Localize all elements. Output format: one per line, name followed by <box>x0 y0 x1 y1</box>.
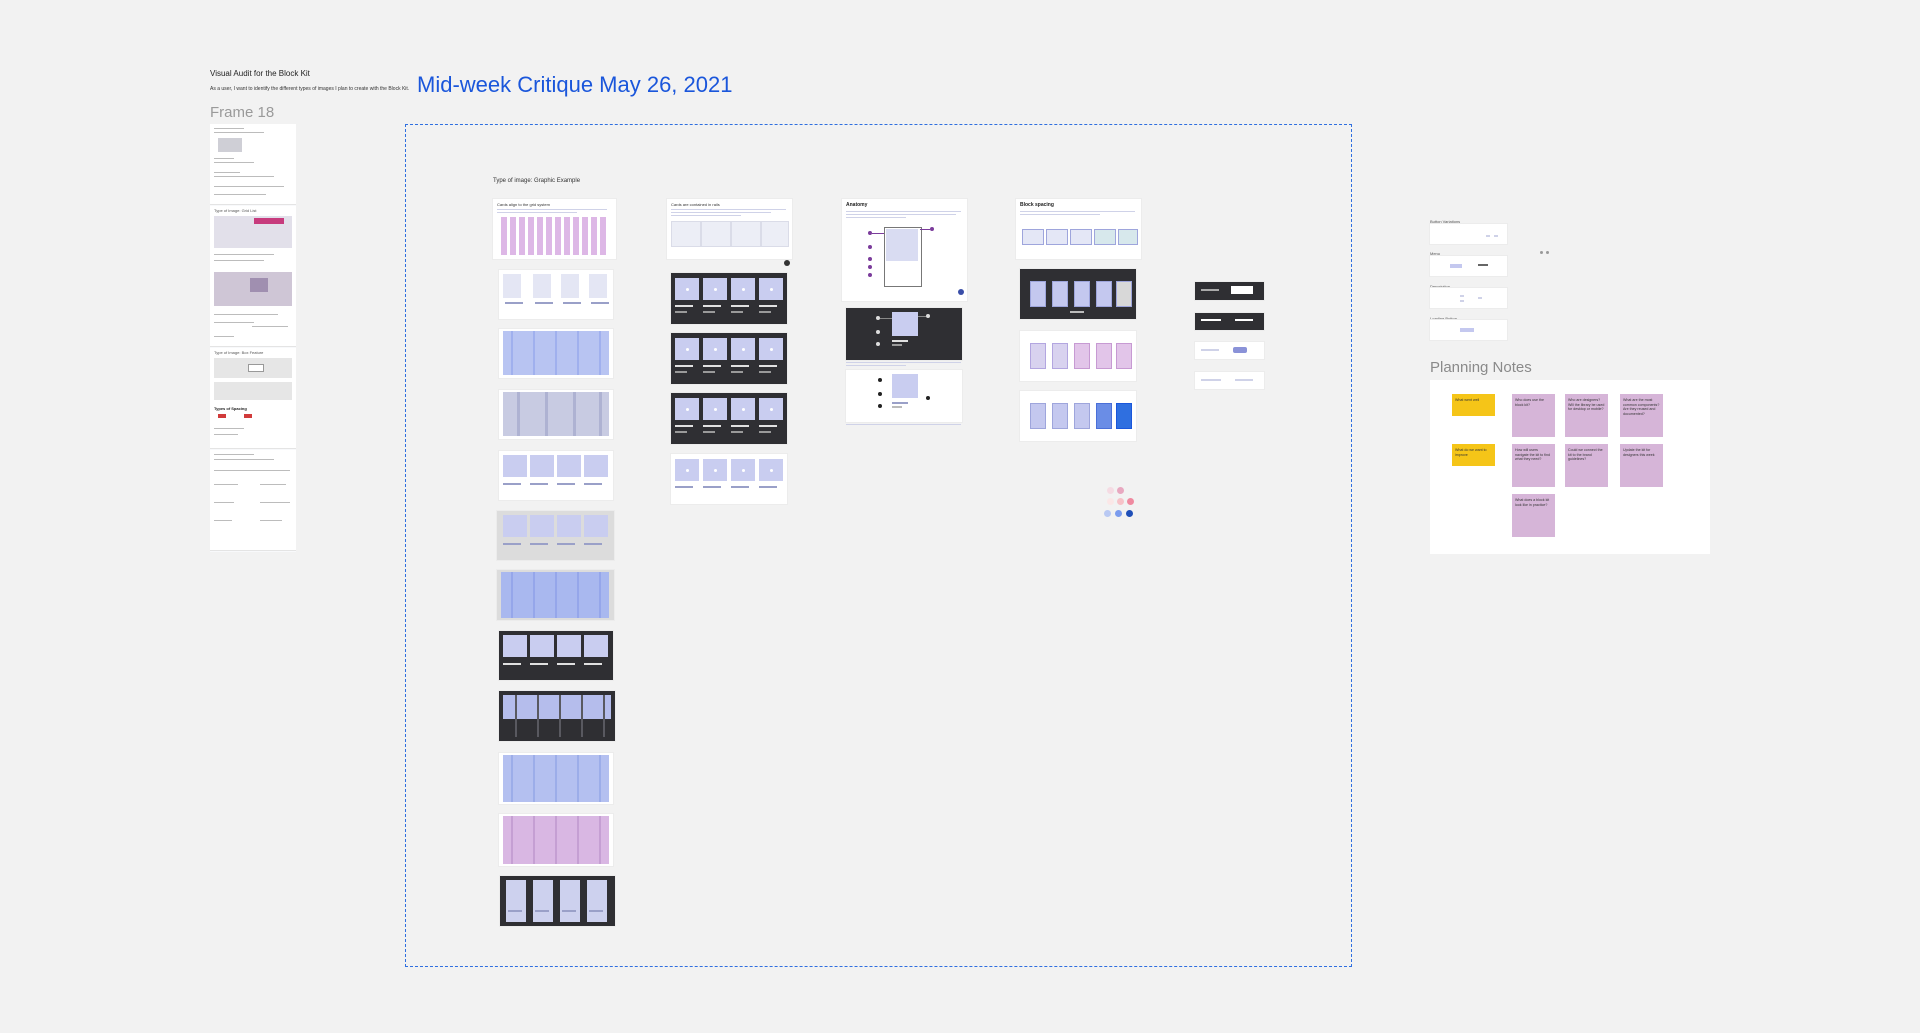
audit-section: Type of Image: Grid List <box>210 206 296 347</box>
component-label: Loading Button <box>1430 316 1457 321</box>
block-spacing-dark[interactable] <box>1020 269 1136 319</box>
section-label: Type of Image: Box Feature <box>214 350 264 355</box>
comment-pin-icon[interactable] <box>784 260 790 266</box>
component-label: Button Variations <box>1430 219 1461 224</box>
sticky-note[interactable]: What do we want to improve <box>1452 444 1495 466</box>
audit-section <box>210 450 296 551</box>
button-variations[interactable] <box>1430 224 1507 244</box>
comment-pin-icon[interactable] <box>958 289 964 295</box>
graphic-example-card[interactable] <box>499 814 613 866</box>
graphic-example-card[interactable] <box>497 511 614 560</box>
critique-frame[interactable] <box>405 124 1352 967</box>
sticky-note[interactable]: What does a block kit look like in pract… <box>1512 494 1555 537</box>
sticky-note[interactable]: Could we connect the kit to the brand gu… <box>1565 444 1608 487</box>
sticky-note[interactable]: What are the most common components? Are… <box>1620 394 1663 437</box>
planning-board[interactable]: What went well What do we want to improv… <box>1430 380 1710 554</box>
section-label: Type of Image: Grid List <box>214 208 257 213</box>
rail-card[interactable] <box>671 454 787 504</box>
graphic-example-card[interactable] <box>497 570 614 620</box>
frame-label[interactable]: Frame 18 <box>210 104 275 121</box>
color-swatch[interactable] <box>1127 498 1134 505</box>
critique-title[interactable]: Mid-week Critique May 26, 2021 <box>417 72 733 97</box>
rail-card[interactable] <box>671 333 787 384</box>
sticky-note[interactable]: Who are designers? Will the library be u… <box>1565 394 1608 437</box>
card-heading: Cards align to the grid system <box>497 202 550 207</box>
graphic-example-card[interactable] <box>499 390 613 439</box>
audit-title: Visual Audit for the Block Kit <box>210 69 310 78</box>
sticky-note[interactable]: What went well <box>1452 394 1495 416</box>
sticky-note[interactable]: How will users navigate the kit to find … <box>1512 444 1555 487</box>
color-swatch[interactable] <box>1117 487 1124 494</box>
block-spacing-card[interactable]: Block spacing <box>1016 199 1141 259</box>
dark-component[interactable] <box>1195 313 1264 330</box>
light-component[interactable] <box>1195 342 1264 359</box>
color-swatch[interactable] <box>1107 498 1114 505</box>
rail-card[interactable] <box>671 273 787 324</box>
anatomy-light-card[interactable] <box>846 370 962 422</box>
anatomy-card[interactable]: Anatomy <box>842 199 967 301</box>
loading-button[interactable] <box>1430 320 1507 340</box>
sticky-note[interactable]: Who does use the block kit? <box>1512 394 1555 437</box>
dark-component[interactable] <box>1195 282 1264 300</box>
graphic-example-card[interactable] <box>499 270 613 319</box>
graphic-example-card[interactable] <box>499 753 613 804</box>
block-spacing-light[interactable] <box>1020 391 1136 441</box>
grid-cards-header[interactable]: Cards align to the grid system <box>493 199 616 259</box>
graphic-example-card[interactable] <box>499 329 613 378</box>
rail-cards-header[interactable]: Cards are contained in rails <box>667 199 792 259</box>
audit-subtitle: As a user, I want to identify the differ… <box>210 86 410 92</box>
rail-card[interactable] <box>671 393 787 444</box>
anatomy-dark-card[interactable] <box>846 308 962 360</box>
color-swatch[interactable] <box>1126 510 1133 517</box>
color-swatch[interactable] <box>1104 510 1111 517</box>
sticky-note[interactable]: Update the kit for designers this week <box>1620 444 1663 487</box>
component-label: Description <box>1430 284 1451 289</box>
color-swatch[interactable] <box>1107 487 1114 494</box>
graphic-example-card[interactable] <box>499 631 613 680</box>
color-swatch[interactable] <box>1117 498 1124 505</box>
menu-component[interactable] <box>1430 256 1507 276</box>
block-spacing-title: Block spacing <box>1020 202 1054 208</box>
dots-icon <box>1540 251 1543 254</box>
frame-18[interactable]: Type of Image: Grid List Type of Image: … <box>210 124 296 552</box>
card-heading: Cards are contained in rails <box>671 202 720 207</box>
planning-notes-title[interactable]: Planning Notes <box>1430 359 1532 376</box>
graphic-example-card[interactable] <box>500 876 615 926</box>
graphic-example-card[interactable] <box>499 451 613 500</box>
audit-section <box>210 124 296 205</box>
light-component[interactable] <box>1195 372 1264 389</box>
block-spacing-light[interactable] <box>1020 331 1136 381</box>
dots-icon <box>1546 251 1549 254</box>
color-swatch[interactable] <box>1115 510 1122 517</box>
section-label: Types of Spacing <box>214 406 247 411</box>
type-of-image-label: Type of image: Graphic Example <box>493 178 581 184</box>
audit-section: Type of Image: Box Feature Types of Spac… <box>210 348 296 449</box>
anatomy-title: Anatomy <box>846 202 868 208</box>
description-component[interactable] <box>1430 288 1507 308</box>
component-label: Menu <box>1430 251 1441 256</box>
graphic-example-card[interactable] <box>499 691 615 741</box>
